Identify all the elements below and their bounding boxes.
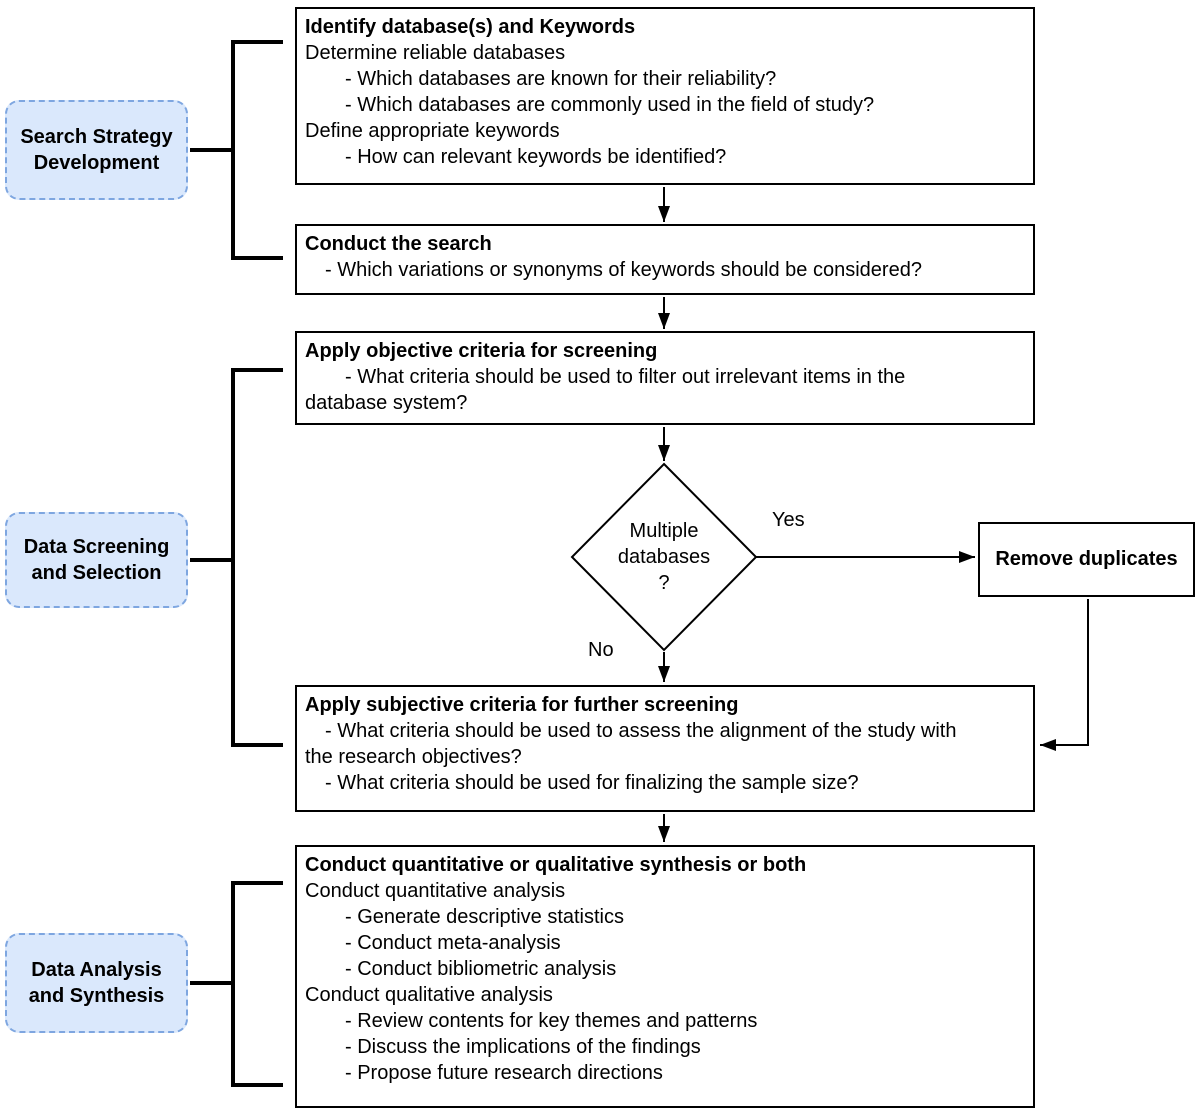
text-line: Development: [33, 152, 160, 174]
text-line: databases: [617, 546, 711, 568]
text-line: - Which databases are known for their re…: [345, 68, 777, 90]
phase-label-data-analysis-and-synthesis: Data Analysis and Synthesis: [5, 933, 188, 1033]
text-line: and Selection: [31, 562, 162, 584]
process-box-conduct-synthesis: Conduct quantitative or qualitative synt…: [295, 845, 1035, 1108]
process-box-apply-objective-criteria: Apply objective criteria for screening - …: [295, 331, 1035, 425]
decision-diamond-multiple-databases: [570, 462, 758, 652]
text-line: Apply subjective criteria for further sc…: [305, 694, 739, 716]
text-line: the research objectives?: [305, 746, 522, 768]
arrow-remove-duplicates-to-subjective: [1040, 599, 1089, 751]
text-line: Define appropriate keywords: [305, 120, 560, 142]
process-box-apply-subjective-criteria: Apply subjective criteria for further sc…: [295, 685, 1035, 812]
remove-duplicates-label: Remove duplicates: [995, 548, 1178, 570]
text-line: - What criteria should be used to filter…: [345, 366, 906, 388]
text-line: - Discuss the implications of the findin…: [345, 1036, 701, 1058]
bracket-search-strategy: [190, 40, 283, 260]
text-line: - Conduct bibliometric analysis: [345, 958, 617, 980]
text-line: - Generate descriptive statistics: [345, 906, 624, 928]
process-box-conduct-the-search: Conduct the search - Which variations or …: [295, 224, 1035, 295]
text-line: - Propose future research directions: [345, 1062, 663, 1084]
text-line: - What criteria should be used for final…: [325, 772, 859, 794]
bracket-data-analysis: [190, 881, 283, 1087]
text-line: Conduct qualitative analysis: [305, 984, 553, 1006]
text-line: - Which databases are commonly used in t…: [345, 94, 875, 116]
text-line: - Which variations or synonyms of keywor…: [325, 259, 922, 281]
text-line: Conduct quantitative or qualitative synt…: [305, 854, 807, 876]
decision-text-multiple-databases: Multiple databases?: [594, 518, 734, 596]
text-line: Apply objective criteria for screening: [305, 340, 658, 362]
text-line: ?: [658, 572, 670, 594]
text-line: Search Strategy: [20, 126, 173, 148]
box-remove-duplicates: Remove duplicates: [978, 522, 1195, 597]
text-line: Multiple: [629, 520, 699, 542]
text-line: Conduct quantitative analysis: [305, 880, 566, 902]
phase-label-data-screening-and-selection: Data Screening and Selection: [5, 512, 188, 608]
edge-label-yes: Yes: [772, 509, 805, 531]
text-line: Data Screening: [23, 536, 170, 558]
text-line: and Synthesis: [28, 985, 165, 1007]
text-line: database system?: [305, 392, 468, 414]
text-line: Conduct the search: [305, 233, 492, 255]
text-line: Identify database(s) and Keywords: [305, 16, 636, 38]
text-line: Determine reliable databases: [305, 42, 566, 64]
edge-label-no: No: [588, 639, 614, 661]
text-line: - Review contents for key themes and pat…: [345, 1010, 758, 1032]
text-line: Data Analysis: [31, 959, 162, 981]
text-line: - What criteria should be used to assess…: [325, 720, 957, 742]
text-line: - How can relevant keywords be identifie…: [345, 146, 727, 168]
bracket-data-screening: [190, 368, 283, 747]
text-line: - Conduct meta-analysis: [345, 932, 561, 954]
